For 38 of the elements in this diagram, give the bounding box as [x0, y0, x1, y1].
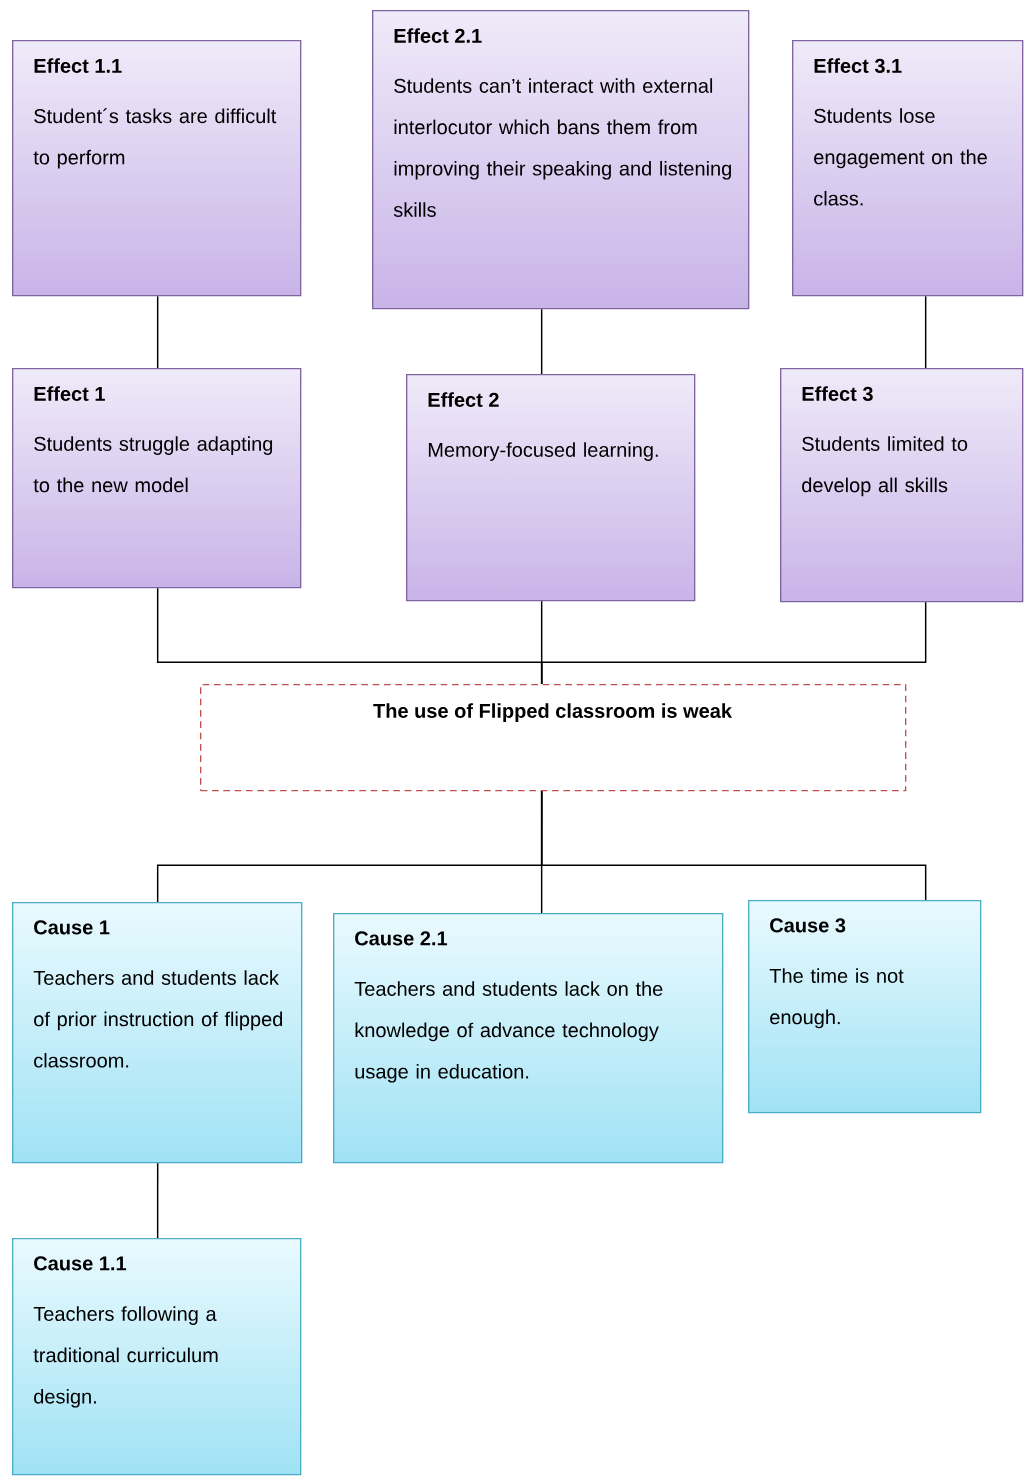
effect-box — [12, 368, 302, 589]
effect-box — [792, 40, 1024, 297]
connector-line — [156, 295, 159, 369]
box-text: Teachers and students lack on the knowledge of advance technology usage in education. — [354, 981, 663, 1083]
box-text: Memory-focused learning. — [428, 442, 658, 461]
connector-line — [540, 308, 543, 375]
effect-box — [406, 374, 696, 602]
box-text: Teachers following a traditional curriculum design. — [33, 1306, 218, 1408]
connector-line — [540, 601, 927, 685]
cause-box — [12, 1238, 302, 1476]
box-heading: Effect 3 — [802, 386, 873, 401]
box-text: Student´s tasks are difficult to perform — [33, 108, 277, 169]
box-heading: Cause 1 — [34, 920, 110, 935]
box-heading: Effect 1 — [34, 386, 105, 401]
cause-box — [333, 913, 724, 1164]
cause-box — [12, 902, 303, 1164]
box-text: Teachers and students lack of prior instruction of flipped classroom. — [33, 970, 283, 1068]
cause-box — [748, 900, 982, 1114]
box-heading: Cause 2.1 — [355, 931, 448, 946]
box-heading: Effect 2.1 — [394, 28, 482, 43]
box-text: Students can’t interact with external interlocutor which bans them from improving their speaking and listening skills — [393, 78, 731, 217]
connector-line — [156, 1162, 159, 1239]
box-heading: Effect 1.1 — [34, 58, 122, 73]
box-heading: Cause 1.1 — [34, 1256, 127, 1271]
box-text: Students limited to develop all skills — [802, 436, 968, 497]
effect-box — [372, 10, 750, 310]
box-text: Students lose engagement on the class. — [814, 108, 987, 206]
box-heading: Effect 2 — [428, 392, 499, 407]
problem-box — [200, 684, 907, 792]
effect-box — [12, 40, 302, 297]
box-heading: Effect 3.1 — [814, 58, 902, 73]
box-text: Students struggle adapting to the new model — [33, 436, 273, 493]
box-heading: Cause 3 — [770, 918, 846, 933]
connector-line — [540, 790, 927, 901]
effect-box — [780, 368, 1024, 603]
problem-heading: The use of Flipped classroom is weak — [373, 703, 732, 722]
connector-line — [924, 295, 927, 369]
box-text: The time is not enough. — [769, 968, 904, 1029]
